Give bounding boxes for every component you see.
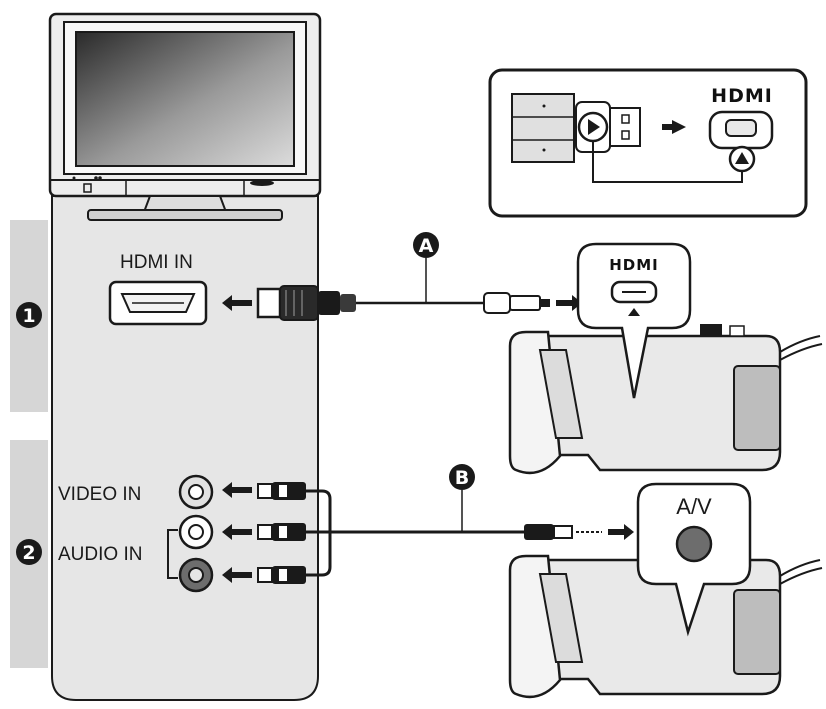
camera-hdmi-callout: HDMI xyxy=(576,242,692,399)
arrow-right-icon xyxy=(556,295,582,311)
cable-a-marker: A xyxy=(413,232,439,258)
rca-plug-icon xyxy=(257,566,306,584)
hdmi-plug-icon xyxy=(256,285,356,321)
video-in-label: VIDEO IN xyxy=(58,484,141,505)
cable-b-marker: B xyxy=(449,464,475,490)
audio-bracket xyxy=(167,529,178,579)
svg-text:HDMI: HDMI xyxy=(711,85,773,107)
rca-plug-icon xyxy=(257,482,306,500)
arrow-left-icon xyxy=(222,524,252,540)
svg-text:HDMI: HDMI xyxy=(609,256,659,274)
av-cable-b xyxy=(306,489,524,577)
svg-text:B: B xyxy=(455,467,469,489)
arrow-left-icon xyxy=(222,567,252,583)
camcorder-icon xyxy=(508,554,823,699)
svg-text:A: A xyxy=(419,235,434,257)
arrow-left-icon xyxy=(222,295,252,311)
step-2-badge: 2 xyxy=(16,539,42,565)
rca-plug-icon xyxy=(257,523,306,541)
rca-jack-icon xyxy=(178,557,214,593)
tv-icon xyxy=(48,12,322,221)
arrow-right-icon xyxy=(608,524,634,540)
rca-jack-icon xyxy=(178,514,214,550)
inset-plug-orientation: HDMI xyxy=(488,68,808,218)
arrow-left-icon xyxy=(222,482,252,498)
av-port-icon xyxy=(675,525,713,563)
step-1-badge: 1 xyxy=(16,302,42,328)
camcorder-icon xyxy=(508,324,823,475)
hdmi-port-icon xyxy=(108,280,208,326)
audio-in-label: AUDIO IN xyxy=(58,544,142,565)
av-plug-icon xyxy=(524,524,602,540)
av-port-label: A/V xyxy=(676,494,712,519)
svg-text:2: 2 xyxy=(22,542,35,564)
rca-jack-icon xyxy=(178,474,214,510)
svg-text:1: 1 xyxy=(22,305,35,327)
hdmi-in-label: HDMI IN xyxy=(120,252,193,273)
camera-av-callout: A/V xyxy=(636,482,752,637)
mini-hdmi-plug-icon xyxy=(483,292,550,314)
